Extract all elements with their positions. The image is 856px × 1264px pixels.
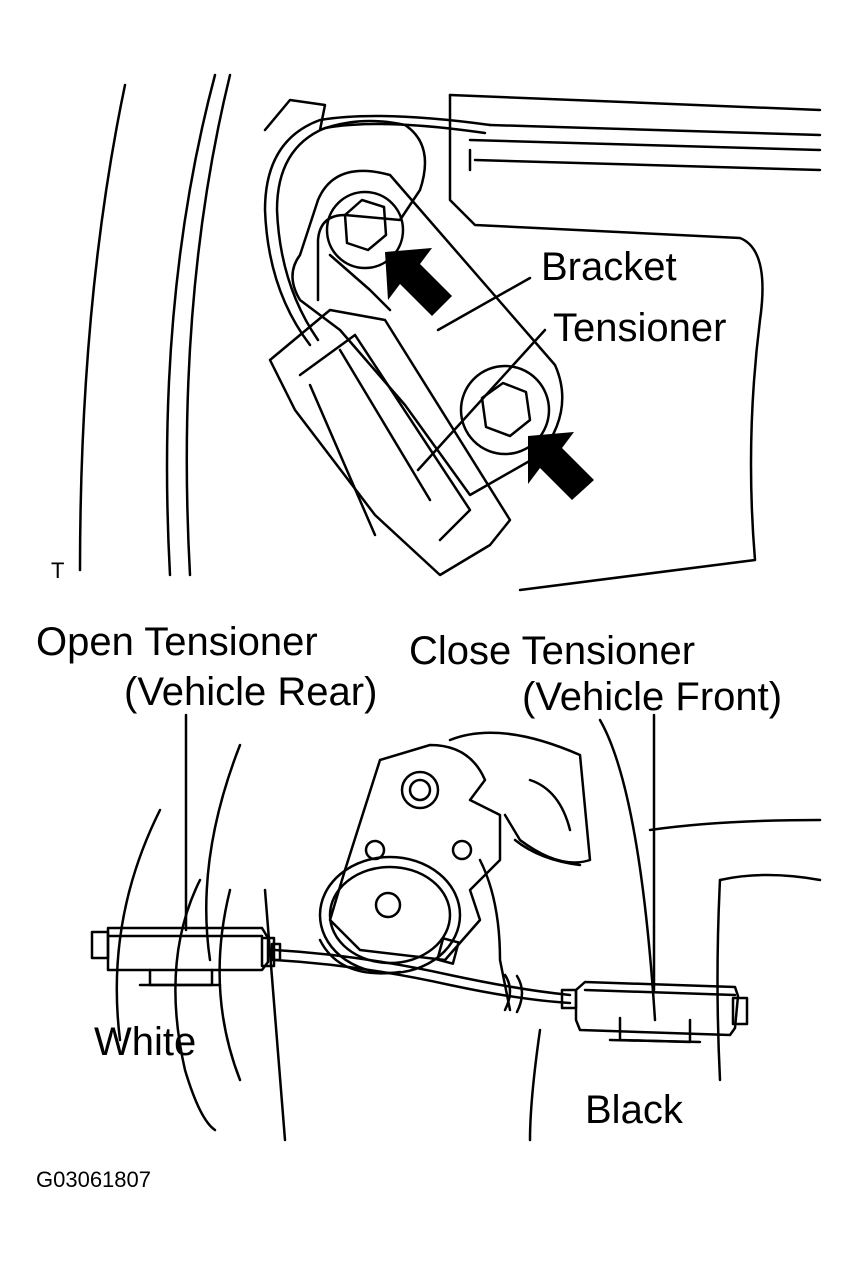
panel-curve bbox=[648, 818, 822, 832]
label-black: Black bbox=[585, 1088, 683, 1132]
bottom-view bbox=[90, 713, 822, 1142]
panel-curve bbox=[528, 1028, 542, 1142]
panel-curve bbox=[598, 718, 657, 1022]
rail bbox=[448, 93, 822, 112]
bracket-edge bbox=[328, 253, 392, 312]
cable-clip bbox=[436, 937, 460, 965]
top-view bbox=[78, 73, 822, 592]
bolt-ring bbox=[459, 364, 551, 456]
tensioner-edge bbox=[338, 348, 432, 502]
label-tensioner: Tensioner bbox=[553, 306, 727, 350]
rail bbox=[488, 123, 822, 137]
cable-break bbox=[515, 974, 524, 1014]
leader-line bbox=[416, 328, 547, 472]
tensioner bbox=[268, 308, 512, 577]
cable-break bbox=[503, 973, 512, 1012]
bolt-hole bbox=[451, 839, 473, 861]
label-bracket: Bracket bbox=[541, 245, 677, 289]
label-white: White bbox=[94, 1020, 197, 1064]
bracket bbox=[291, 169, 564, 497]
figure-id: G03061807 bbox=[36, 1167, 151, 1192]
panel-curve bbox=[716, 878, 722, 1082]
label-close-tensioner-location: (Vehicle Front) bbox=[522, 675, 783, 719]
rail bbox=[468, 138, 822, 152]
white-connector bbox=[90, 926, 282, 987]
bolt-hole bbox=[400, 770, 440, 810]
bolt-hole bbox=[408, 778, 432, 802]
cable bbox=[263, 114, 492, 347]
corner-mark: T bbox=[51, 558, 65, 583]
bracket-arm bbox=[448, 731, 592, 864]
panel-curve bbox=[263, 888, 287, 1142]
panel-curve bbox=[115, 808, 162, 1042]
tensioner-edge bbox=[298, 333, 472, 542]
tensioner-edge bbox=[308, 383, 377, 537]
label-close-tensioner: Close Tensioner bbox=[409, 629, 696, 673]
cable bbox=[273, 958, 572, 1005]
cable bbox=[273, 948, 572, 997]
bolt-ring bbox=[325, 190, 405, 270]
panel-curve bbox=[718, 873, 822, 882]
panel-curve bbox=[185, 73, 232, 577]
bracket-arm bbox=[528, 778, 572, 832]
bracket-arm bbox=[513, 838, 582, 867]
panel-curve bbox=[165, 73, 217, 577]
black-connector bbox=[560, 980, 749, 1044]
rail bbox=[473, 158, 822, 172]
bolt bbox=[343, 198, 388, 252]
panel-curve bbox=[174, 878, 217, 1132]
leader-line bbox=[436, 276, 532, 332]
label-open-tensioner-location: (Vehicle Rear) bbox=[124, 670, 378, 714]
label-open-tensioner: Open Tensioner bbox=[36, 620, 318, 664]
pulley bbox=[328, 865, 452, 965]
panel-curve bbox=[78, 83, 127, 572]
rail bbox=[448, 93, 764, 592]
pulley-center bbox=[374, 891, 402, 919]
cable-link bbox=[478, 858, 512, 1012]
panel-curve bbox=[218, 888, 242, 1082]
arrow bbox=[385, 248, 452, 316]
bolt bbox=[480, 381, 532, 438]
arrow bbox=[528, 432, 594, 500]
mount-plate bbox=[328, 743, 502, 962]
